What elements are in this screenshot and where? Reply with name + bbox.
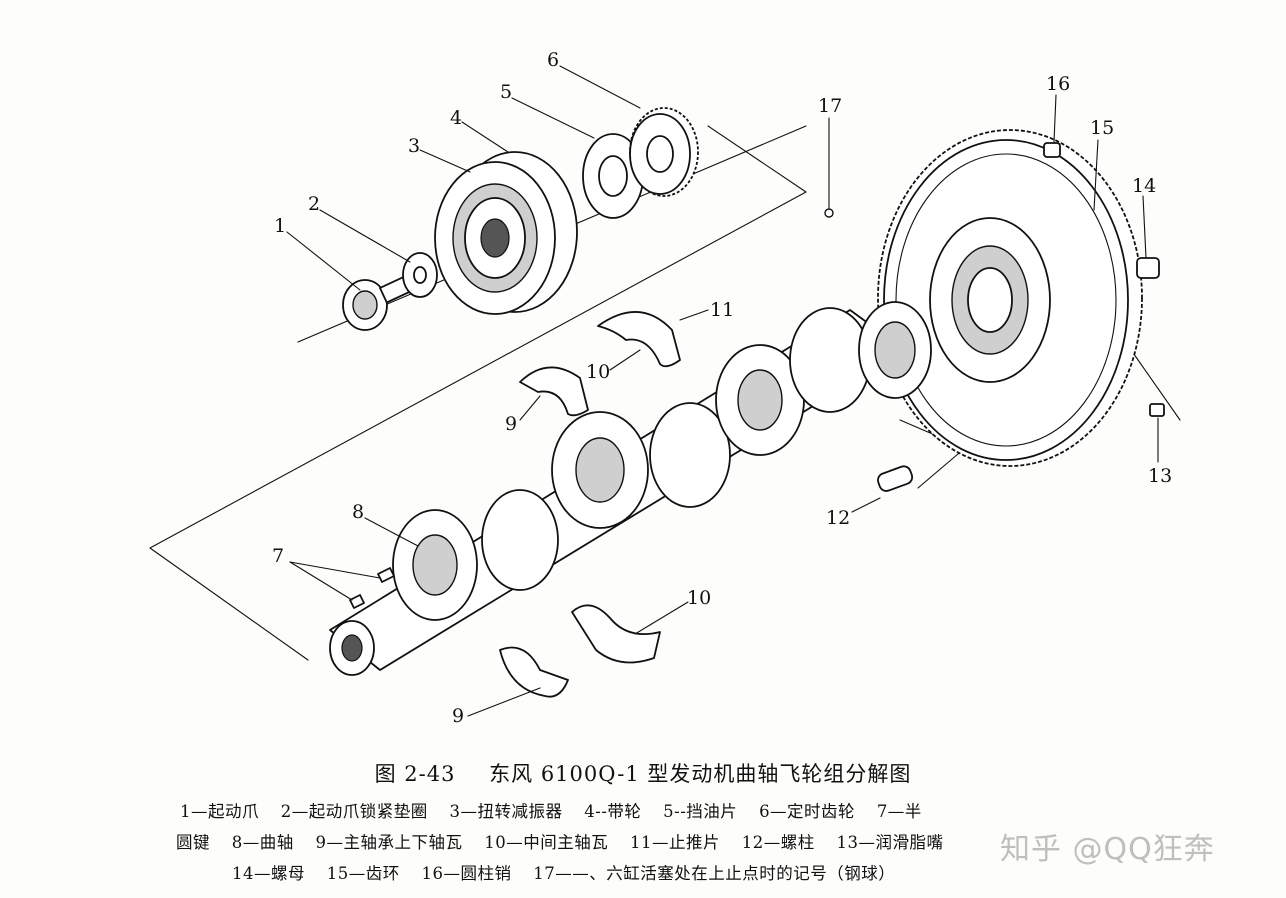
callout-7: 7 xyxy=(272,545,284,567)
legend-line-3: 14—螺母 15—齿环 16—圆柱销 17——、六缸活塞处在上止点时的记号（钢球… xyxy=(232,860,911,884)
legend-line-1: 1—起动爪 2—起动爪锁紧垫圈 3—扭转减振器 4--带轮 5--挡油片 6—定… xyxy=(180,798,938,822)
callout-10-upper: 10 xyxy=(586,361,610,383)
callout-labels: 1 2 3 4 5 6 7 8 9 9 10 10 11 12 13 14 15… xyxy=(272,49,1172,727)
main-bearing-shell-upper xyxy=(597,311,681,368)
callout-9-lower: 9 xyxy=(452,705,464,727)
figure-title: 东风 6100Q-1 型发动机曲轴飞轮组分解图 xyxy=(489,762,912,786)
legend-item: 9—主轴承上下轴瓦 xyxy=(315,833,463,852)
flywheel xyxy=(877,129,1143,467)
legend-item: 15—齿环 xyxy=(326,864,400,883)
callout-5: 5 xyxy=(500,81,512,103)
legend-item: 11—止推片 xyxy=(630,833,720,852)
callout-4: 4 xyxy=(450,107,462,129)
callout-14: 14 xyxy=(1132,175,1156,197)
callout-10-lower: 10 xyxy=(687,587,711,609)
crankshaft xyxy=(329,301,932,676)
callout-16: 16 xyxy=(1046,73,1070,95)
watermark: 知乎 @QQ狂奔 xyxy=(1000,832,1215,867)
tdc-steel-ball xyxy=(824,208,834,218)
stud xyxy=(877,465,914,492)
legend-item: 1—起动爪 xyxy=(180,802,259,821)
legend-item: 5--挡油片 xyxy=(663,802,738,821)
callout-15: 15 xyxy=(1090,117,1114,139)
callout-12: 12 xyxy=(826,507,850,529)
callout-11: 11 xyxy=(710,299,734,321)
callout-17: 17 xyxy=(818,95,842,117)
callout-6: 6 xyxy=(547,49,559,71)
legend-line-2: 圆键 8—曲轴 9—主轴承上下轴瓦 10—中间主轴瓦 11—止推片 12—螺柱 … xyxy=(176,829,960,853)
legend-item: 16—圆柱销 xyxy=(421,864,512,883)
dowel-pin xyxy=(1043,142,1061,158)
legend-item: 7—半 xyxy=(876,802,922,821)
legend-item: 12—螺柱 xyxy=(741,833,815,852)
legend-item: 2—起动爪锁紧垫圈 xyxy=(280,802,428,821)
legend-item: 17——、六缸活塞处在上止点时的记号（钢球） xyxy=(533,864,896,883)
oil-deflector xyxy=(582,133,644,219)
starting-claw xyxy=(342,274,415,331)
woodruff-key xyxy=(377,567,395,583)
legend-item: 13—润滑脂嘴 xyxy=(836,833,944,852)
bearing-shell-upper xyxy=(519,366,589,417)
figure-caption: 图 2-43 东风 6100Q-1 型发动机曲轴飞轮组分解图 xyxy=(0,758,1286,788)
grease-nipple xyxy=(1149,403,1165,417)
legend-item: 3—扭转减振器 xyxy=(449,802,563,821)
callout-3: 3 xyxy=(408,135,420,157)
exploded-diagram: 1 2 3 4 5 6 7 8 9 9 10 10 11 12 13 14 15… xyxy=(149,49,1181,727)
lock-washer xyxy=(402,252,438,298)
callout-9-upper: 9 xyxy=(505,413,517,435)
legend-item: 10—中间主轴瓦 xyxy=(484,833,609,852)
callout-13: 13 xyxy=(1148,465,1172,487)
main-bearing-shell-lower xyxy=(571,604,661,664)
legend-item: 4--带轮 xyxy=(584,802,642,821)
callout-8: 8 xyxy=(352,501,364,523)
nut xyxy=(1136,257,1160,279)
torsional-damper-pulley xyxy=(434,151,578,315)
timing-gear xyxy=(629,107,699,197)
callout-1: 1 xyxy=(274,215,286,237)
leader-lines xyxy=(286,65,1159,717)
callout-2: 2 xyxy=(308,193,320,215)
legend-item: 6—定时齿轮 xyxy=(759,802,856,821)
legend-item: 14—螺母 xyxy=(232,864,305,883)
legend-item: 圆键 xyxy=(176,833,210,852)
woodruff-key xyxy=(349,594,365,609)
bearing-shell-lower xyxy=(499,646,569,698)
legend-item: 8—曲轴 xyxy=(231,833,294,852)
figure-number: 图 2-43 xyxy=(374,762,456,786)
